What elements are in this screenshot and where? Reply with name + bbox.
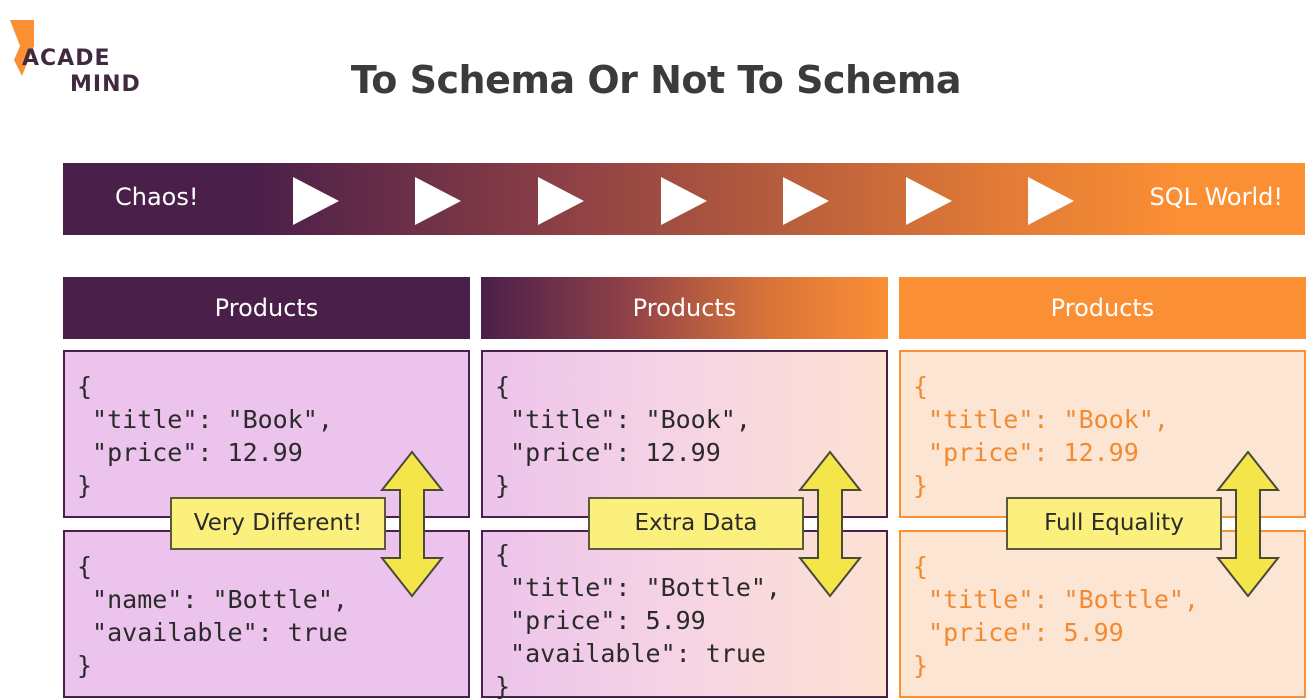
double-arrow-icon <box>380 450 444 598</box>
document-json: { "title": "Book", "price": 12.99 } <box>495 372 751 500</box>
document-card: { "title": "Bottle", "price": 5.99 } <box>899 530 1306 698</box>
play-arrow-icon <box>415 177 461 225</box>
play-arrow-icon <box>538 177 584 225</box>
products-header-chaos: Products <box>63 277 470 339</box>
schema-spectrum-bar: Chaos! SQL World! <box>63 163 1305 235</box>
play-arrow-icon <box>1028 177 1074 225</box>
document-json: { "title": "Book", "price": 12.99 } <box>913 372 1169 500</box>
document-json: { "name": "Bottle", "available": true } <box>77 552 348 680</box>
logo-text-line2: MIND <box>70 72 141 97</box>
double-arrow-icon <box>1216 450 1280 598</box>
play-arrow-icon <box>906 177 952 225</box>
play-arrow-icon <box>293 177 339 225</box>
slide-title: To Schema Or Not To Schema <box>350 58 962 102</box>
comparison-label: Extra Data <box>588 497 804 550</box>
products-header-mixed: Products <box>481 277 888 339</box>
spectrum-left-label: Chaos! <box>115 183 199 211</box>
products-header-sql: Products <box>899 277 1306 339</box>
document-card: { "name": "Bottle", "available": true } <box>63 530 470 698</box>
comparison-label: Full Equality <box>1006 497 1222 550</box>
double-arrow-icon <box>798 450 862 598</box>
spectrum-right-label: SQL World! <box>1149 183 1283 211</box>
play-arrow-icon <box>783 177 829 225</box>
comparison-label: Very Different! <box>170 497 386 550</box>
document-json: { "title": "Book", "price": 12.99 } <box>77 372 333 500</box>
document-json: { "title": "Bottle", "price": 5.99 "avai… <box>495 540 781 700</box>
document-json: { "title": "Bottle", "price": 5.99 } <box>913 552 1199 680</box>
logo-text-line1: ACADE <box>22 46 111 71</box>
play-arrow-icon <box>661 177 707 225</box>
logo-mark-icon <box>10 20 34 76</box>
academind-logo: ACADE MIND <box>0 10 160 100</box>
